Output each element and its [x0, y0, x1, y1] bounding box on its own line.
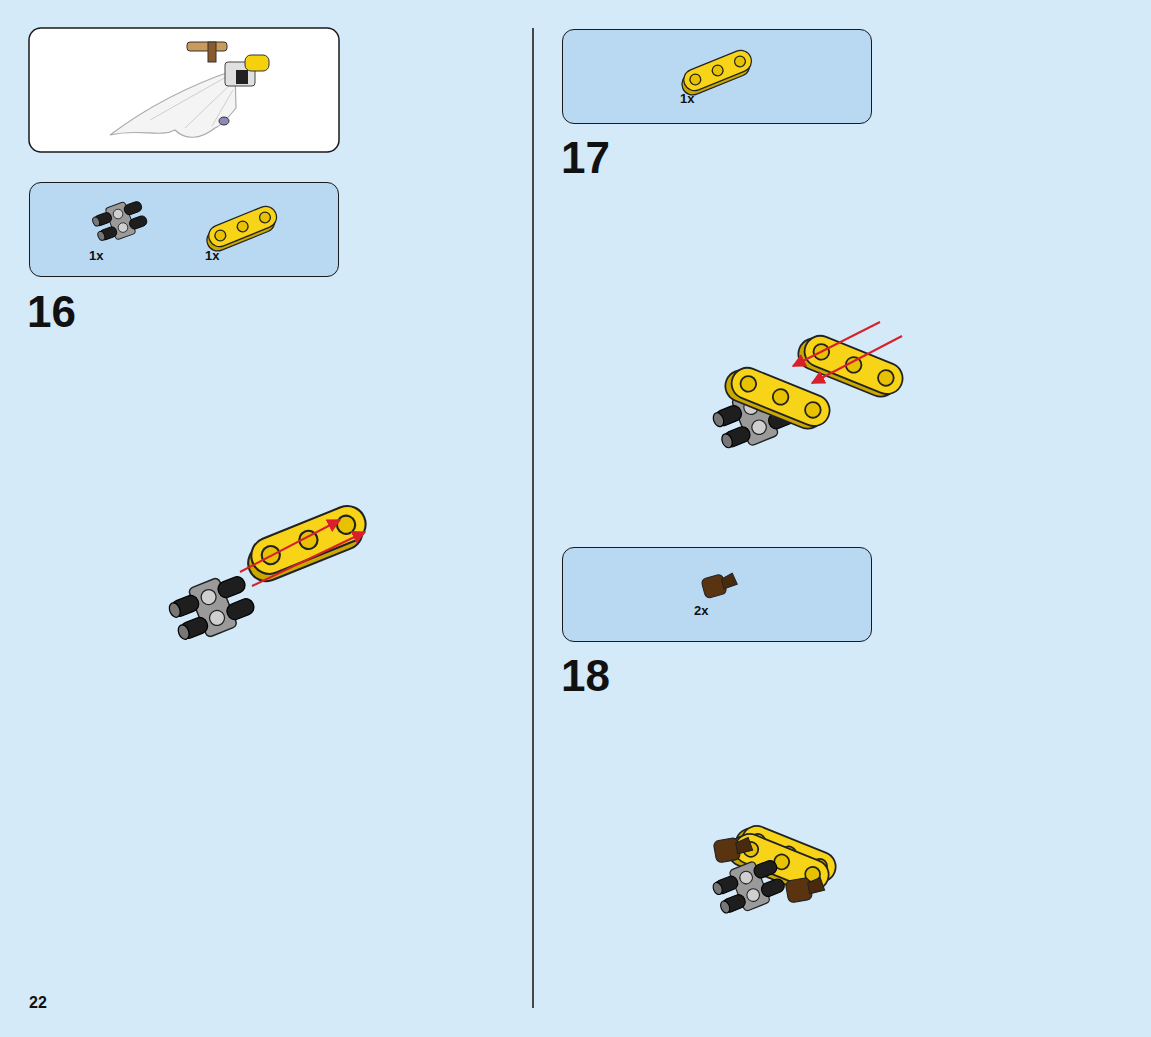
part-count: 1x	[89, 248, 103, 263]
step-number: 17	[561, 133, 610, 183]
parts-box: 1x	[562, 29, 872, 124]
step-number: 18	[561, 651, 610, 701]
step-number: 16	[27, 287, 76, 337]
parts-box: 1x 1x	[29, 182, 339, 277]
page-number: 22	[29, 994, 47, 1012]
parts-box: 2x	[562, 547, 872, 642]
part-count: 2x	[694, 603, 708, 618]
part-count: 1x	[680, 91, 694, 106]
part-count: 1x	[205, 248, 219, 263]
